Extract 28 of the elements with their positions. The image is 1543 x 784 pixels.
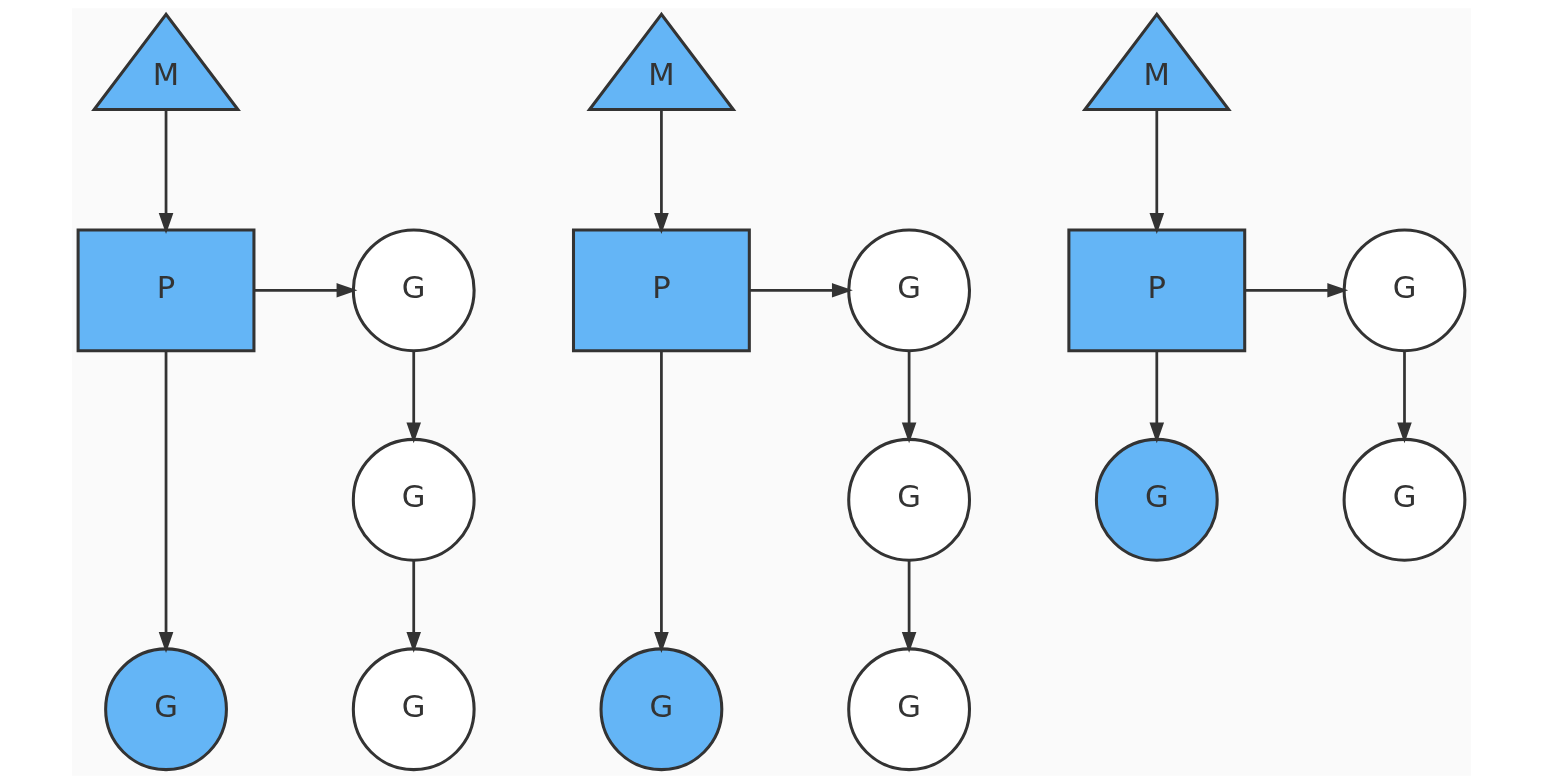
- node-box: P: [571, 228, 751, 353]
- node-circle: G: [351, 437, 476, 562]
- node-circle: G: [847, 437, 972, 562]
- node-circle: G: [1342, 437, 1467, 562]
- arrow: [158, 109, 174, 234]
- arrow: [749, 283, 853, 298]
- arrow: [654, 109, 669, 234]
- arrow: [1149, 109, 1165, 234]
- arrow: [254, 283, 358, 298]
- arrow: [1149, 351, 1165, 444]
- node-circle: G: [847, 228, 972, 353]
- node-circle: G: [847, 647, 972, 772]
- node-circle: G: [351, 228, 476, 353]
- arrow: [406, 560, 421, 653]
- arrow: [1397, 351, 1412, 444]
- arrow: [1244, 283, 1349, 298]
- node-circle: G: [104, 647, 228, 772]
- node-circle: G: [599, 647, 724, 772]
- node-box: P: [1067, 228, 1247, 353]
- arrow: [406, 351, 421, 444]
- arrow: [158, 351, 174, 653]
- node-circle: G: [1094, 437, 1219, 562]
- node-circle: G: [1342, 228, 1467, 353]
- arrow: [901, 351, 917, 444]
- node-circle: G: [351, 647, 476, 772]
- arrow: [654, 351, 669, 653]
- node-box: P: [76, 228, 256, 353]
- arrow: [901, 560, 917, 653]
